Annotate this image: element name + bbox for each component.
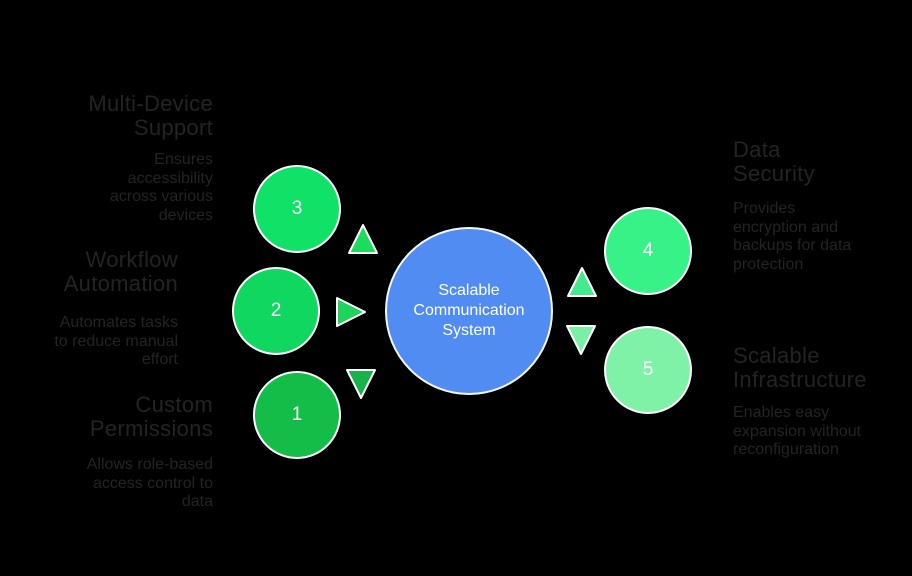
feature-desc-scalable-infrastructure: Enables easy expansion without reconfigu… [733, 404, 862, 458]
feature-title-multi-device-support: Multi-Device Support [88, 91, 213, 140]
triangle-shape [566, 325, 596, 355]
node-circle-2: 2 [232, 267, 320, 355]
node-number: 2 [270, 300, 282, 321]
feature-desc-multi-device-support: Ensures accessibility across various dev… [109, 151, 213, 224]
connector-triangle-down-icon [566, 325, 596, 355]
central-node-label: Scalable Communication System [413, 282, 525, 339]
connector-triangle-down-icon [346, 369, 376, 399]
connector-triangle-up-icon [567, 267, 597, 297]
feature-desc-custom-permissions: Allows role-based access control to data [86, 456, 213, 510]
node-number: 5 [642, 359, 654, 380]
node-number: 1 [291, 404, 303, 425]
node-circle-5: 5 [604, 326, 692, 414]
triangle-shape [348, 224, 378, 254]
feature-title-data-security: Data Security [733, 137, 815, 186]
connector-triangle-up-icon [348, 224, 378, 254]
feature-title-custom-permissions: Custom Permissions [89, 392, 213, 441]
triangle-shape [567, 267, 597, 297]
triangle-shape [336, 297, 366, 327]
connector-triangle-right-icon [336, 297, 366, 327]
feature-title-scalable-infrastructure: Scalable Infrastructure [733, 343, 867, 392]
node-circle-4: 4 [604, 207, 692, 295]
node-number: 3 [291, 198, 303, 219]
node-number: 4 [642, 240, 654, 261]
central-node: Scalable Communication System [385, 227, 553, 395]
node-circle-1: 1 [253, 371, 341, 459]
node-circle-3: 3 [253, 165, 341, 253]
feature-desc-workflow-automation: Automates tasks to reduce manual effort [54, 314, 178, 368]
triangle-shape [346, 369, 376, 399]
feature-desc-data-security: Provides encryption and backups for data… [733, 200, 852, 273]
feature-title-workflow-automation: Workflow Automation [63, 247, 178, 296]
